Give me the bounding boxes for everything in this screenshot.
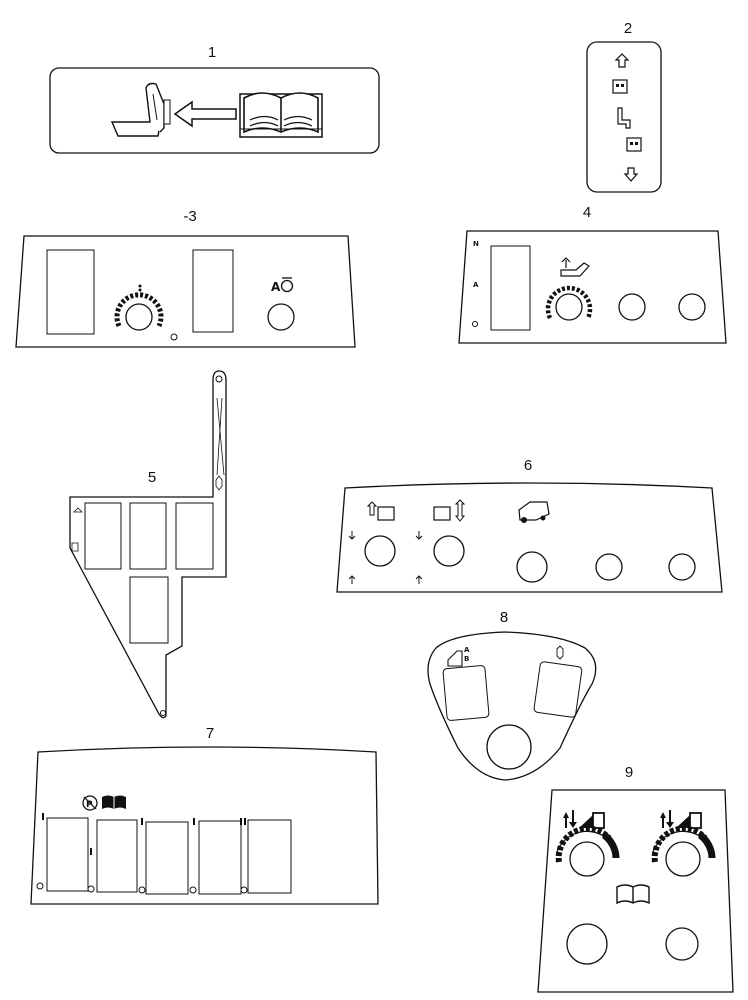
loader-icon	[560, 257, 590, 277]
knob-5	[668, 553, 696, 581]
no-park-icon: P	[82, 795, 98, 811]
callout-5: 5	[148, 469, 156, 486]
decal-6-outline	[336, 482, 723, 593]
knob-1	[364, 535, 396, 567]
window-2	[96, 819, 138, 893]
label-b: B	[464, 655, 469, 663]
decal-6: 6	[336, 457, 723, 593]
decal-7: 7 P	[30, 725, 379, 905]
decal-3: -3 A	[15, 208, 356, 348]
callout-4: 4	[583, 204, 591, 221]
decal-5: 5	[69, 370, 227, 719]
window-right	[192, 249, 234, 333]
dial-icon	[114, 284, 164, 331]
lift-up-icon	[366, 501, 395, 521]
lift-down-icon	[433, 499, 466, 522]
window-left	[46, 249, 95, 335]
operator-manual-icon	[616, 884, 650, 905]
decal-2: 2	[586, 20, 662, 193]
lift-raise-lower-icon	[660, 810, 702, 829]
seat-icon	[110, 82, 171, 137]
lift-icon	[447, 650, 463, 667]
window-right	[533, 661, 583, 718]
knob-3	[678, 293, 706, 321]
operator-manual-icon	[102, 795, 126, 809]
decal-1: 1	[49, 44, 380, 154]
label-a: A	[464, 646, 470, 654]
knob	[486, 724, 532, 770]
callout-1: 1	[208, 44, 216, 61]
callout-3: -3	[183, 208, 196, 225]
indicator-hole	[472, 321, 478, 327]
label-n: N	[473, 240, 479, 248]
callout-7: 7	[206, 725, 214, 742]
arrow-down-icon	[623, 167, 639, 182]
decal-4: 4 N A	[458, 204, 727, 344]
window-4	[129, 576, 169, 644]
knob-3	[516, 551, 548, 583]
dial-icon	[555, 825, 620, 877]
dial-icon	[545, 285, 593, 321]
window-left	[442, 665, 490, 721]
callout-8: 8	[500, 609, 508, 626]
label-a: A	[473, 281, 479, 289]
window	[490, 245, 531, 331]
auto-function-icon: A	[271, 277, 294, 294]
callout-6: 6	[524, 457, 532, 474]
lift-raise-lower-icon	[563, 810, 605, 829]
window-5	[247, 819, 292, 894]
svg-text:P: P	[86, 800, 93, 810]
knob-2	[618, 293, 646, 321]
window-2	[129, 502, 167, 570]
window-3	[175, 502, 214, 570]
dial-icon	[651, 825, 716, 877]
operator-manual-icon	[239, 92, 323, 138]
knob-right	[665, 927, 699, 961]
svg-text:A: A	[271, 280, 281, 294]
arrow-up-icon	[614, 53, 630, 68]
knob-2	[433, 535, 465, 567]
latch-icon	[612, 79, 642, 152]
indicator-hole	[170, 333, 178, 341]
window-4	[198, 820, 242, 895]
decal-9: 9	[537, 764, 734, 993]
tractor-icon	[518, 501, 550, 523]
window-1	[84, 502, 122, 570]
window-1	[46, 817, 89, 892]
decal-2-outline	[586, 41, 662, 193]
arrow-left-icon	[173, 100, 237, 128]
knob-left	[566, 923, 608, 965]
window-3	[145, 821, 189, 895]
decal-8: 8 A B	[427, 609, 597, 781]
knob-right	[267, 303, 295, 331]
callout-9: 9	[625, 764, 633, 781]
knob-4	[595, 553, 623, 581]
updown-icon	[556, 645, 564, 660]
callout-2: 2	[624, 20, 632, 37]
